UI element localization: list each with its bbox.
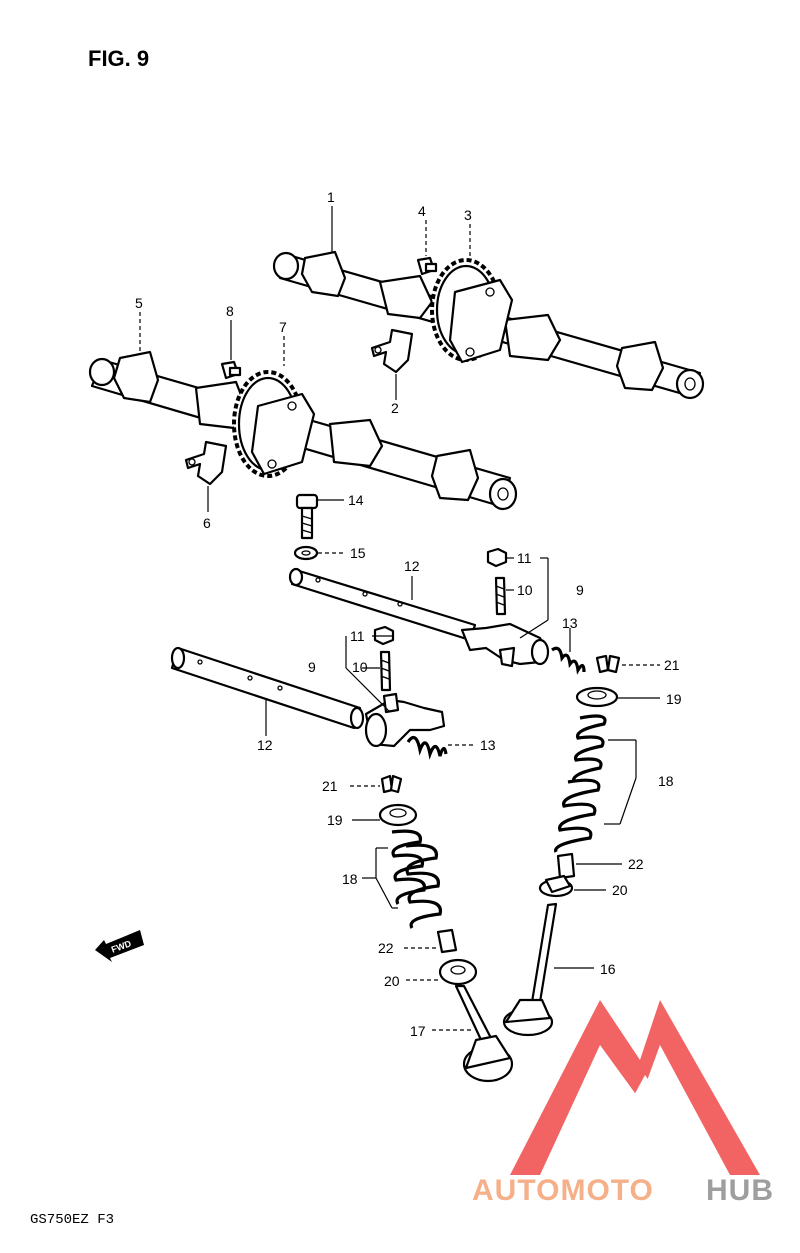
callout-18-lower: 18 (342, 871, 358, 887)
callout-8: 8 (226, 303, 234, 319)
callout-11-upper: 11 (517, 550, 532, 566)
callout-9-lower: 9 (308, 659, 316, 675)
valve-springs-lower (391, 829, 442, 929)
callout-7: 7 (279, 319, 287, 335)
valve-cotter-lower (380, 774, 403, 794)
tappet-adjusting-screw-upper (494, 576, 507, 616)
callout-5: 5 (135, 295, 143, 311)
callout-19-upper: 19 (666, 691, 682, 707)
callout-15: 15 (350, 545, 366, 561)
callout-3: 3 (464, 207, 472, 223)
cam-sprocket-upper (430, 258, 514, 364)
rocker-shaft-washer (293, 545, 319, 561)
figure-title: FIG. 9 (88, 46, 149, 71)
rocker-shaft-bolt (295, 493, 319, 540)
callout-13-lower: 13 (480, 737, 496, 753)
bolt-upper-sprocket (416, 256, 438, 276)
callout-19-lower: 19 (327, 812, 343, 828)
callout-22-lower: 22 (378, 940, 394, 956)
callout-22-upper: 22 (628, 856, 644, 872)
rocker-arm-spring-lower (406, 735, 448, 760)
callout-21-upper: 21 (664, 657, 680, 673)
callout-13-upper: 13 (562, 615, 578, 631)
watermark-text-automoto: AUTOMOTO (472, 1174, 654, 1207)
oil-seal-clamp-upper (370, 328, 414, 374)
callout-2: 2 (391, 400, 399, 416)
callout-14: 14 (348, 492, 364, 508)
valve-spring-retainer-upper (575, 686, 619, 708)
callout-20-upper: 20 (612, 882, 628, 898)
tappet-adjusting-screw-lower (379, 650, 392, 692)
oil-seal-clamp-lower (184, 440, 228, 486)
figure-code: GS750EZ F3 (30, 1212, 114, 1228)
callout-1: 1 (327, 189, 335, 205)
valve-springs-upper (554, 714, 607, 853)
callout-11-lower: 11 (350, 628, 365, 644)
bolt-lower-sprocket (220, 360, 242, 380)
valve-spring-seat-upper (538, 874, 574, 898)
rocker-shaft-lower (170, 646, 365, 730)
callout-labels: 1 2 3 4 5 6 7 8 14 15 12 11 10 9 13 21 1… (135, 189, 682, 1039)
forward-direction-arrow: FWD (95, 930, 144, 962)
leader-lines (139, 206, 660, 1031)
valve-stem-seal-upper (556, 852, 576, 880)
callout-12-lower: 12 (257, 737, 273, 753)
valve-spring-retainer-lower (378, 803, 418, 827)
valve-stem-seal-lower (436, 928, 458, 954)
callout-10-lower: 10 (352, 659, 368, 675)
callout-10-upper: 10 (517, 582, 533, 598)
watermark-logo (510, 1000, 760, 1175)
callout-17: 17 (410, 1023, 426, 1039)
callout-6: 6 (203, 515, 211, 531)
callout-20-lower: 20 (384, 973, 400, 989)
callout-12-upper: 12 (404, 558, 420, 574)
rocker-arm-spring-upper (551, 646, 586, 675)
watermark-text-hub: HUB (706, 1174, 774, 1207)
tappet-adjusting-nut-upper (486, 547, 508, 568)
rocker-arm-upper (460, 622, 550, 668)
cam-sprocket-lower (232, 370, 316, 478)
valve-cotter-upper (595, 654, 621, 674)
valve-spring-seat-lower (438, 958, 478, 986)
callout-9-upper: 9 (576, 582, 584, 598)
watermark: AUTOMOTO HUB (472, 1000, 774, 1207)
callout-4: 4 (418, 203, 426, 219)
exhaust-valve (502, 902, 558, 1037)
rocker-arm-lower (364, 692, 446, 748)
callout-16: 16 (600, 961, 616, 977)
callout-21-lower: 21 (322, 778, 338, 794)
callout-18-upper: 18 (658, 773, 674, 789)
intake-valve (454, 984, 514, 1083)
